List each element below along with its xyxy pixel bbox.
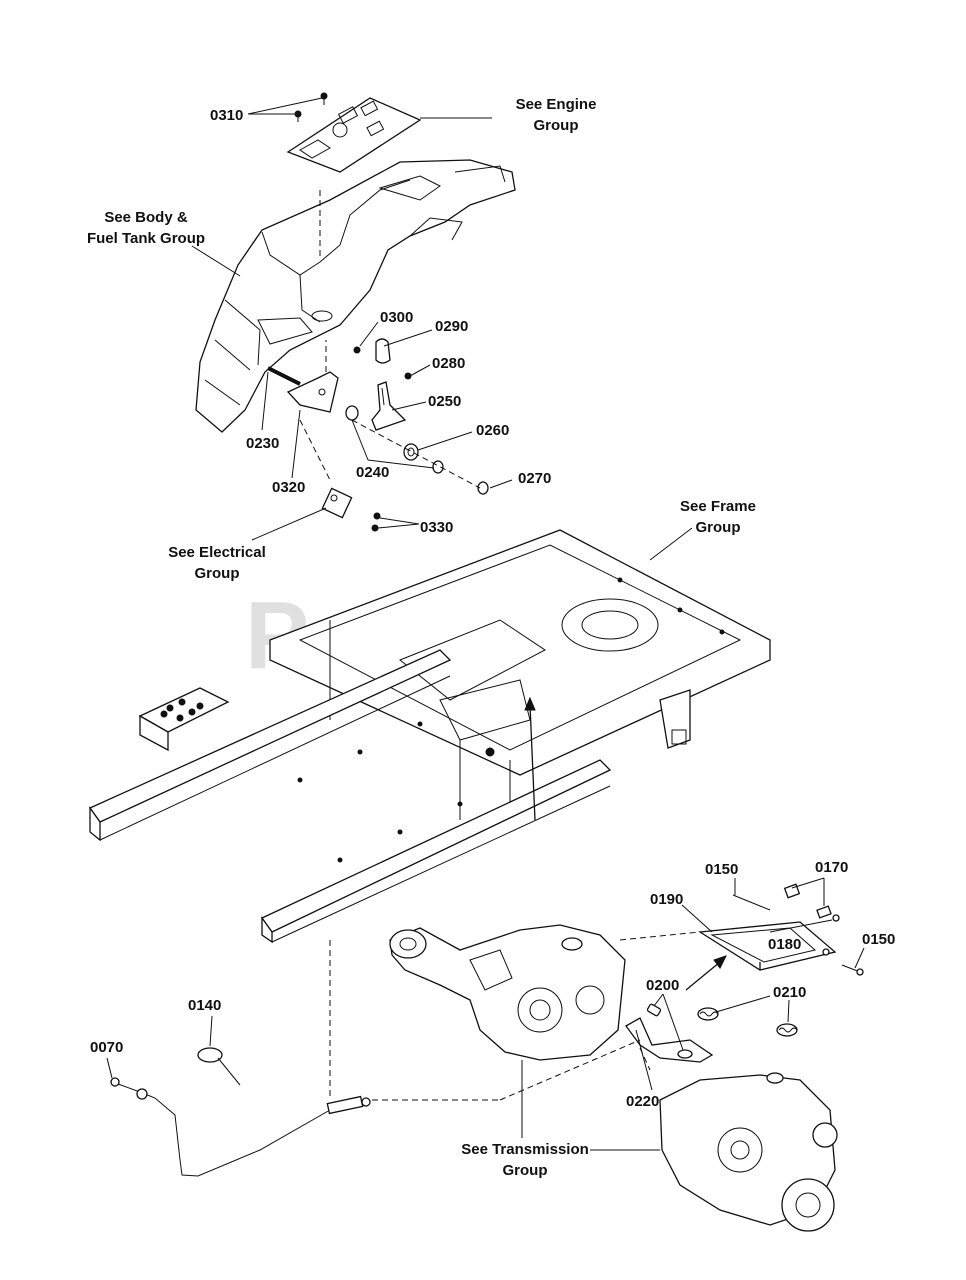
electrical-group-line1: See Electrical (168, 544, 266, 561)
part-labels: 0310 0300 0290 0280 0250 0260 0270 0230 … (90, 107, 895, 1110)
pin-0230 (267, 366, 301, 386)
label-0200: 0200 (646, 977, 679, 994)
transmission-group-line1: See Transmission (461, 1141, 589, 1158)
label-0250: 0250 (428, 393, 461, 410)
washer-0300 (353, 346, 361, 354)
linkage-0190 (698, 921, 837, 971)
label-0300: 0300 (380, 309, 413, 326)
cable-0070 (110, 1077, 371, 1177)
washer-0180 (822, 914, 840, 956)
frame-group-line2: Group (696, 519, 741, 536)
bushing-0240 (345, 405, 359, 421)
label-0150-right: 0150 (862, 931, 895, 948)
transmission-left (389, 924, 626, 1061)
label-0220: 0220 (626, 1093, 659, 1110)
label-0140: 0140 (188, 997, 221, 1014)
engine-group-line2: Group (534, 117, 579, 134)
engine-group-line1: See Engine (516, 96, 597, 113)
nut-0260 (403, 443, 419, 461)
label-0260: 0260 (476, 422, 509, 439)
label-0180: 0180 (768, 936, 801, 953)
cable-tie-0140 (197, 1047, 241, 1086)
electrical-group-line2: Group (195, 565, 240, 582)
screw-0310 (294, 92, 328, 122)
label-0330: 0330 (420, 519, 453, 536)
label-0320: 0320 (272, 479, 305, 496)
bolt-0220 (677, 1049, 693, 1059)
label-0240: 0240 (356, 464, 389, 481)
label-0290: 0290 (435, 318, 468, 335)
bolt-0150 (732, 894, 864, 976)
label-0230: 0230 (246, 435, 279, 452)
transmission-group-line2: Group (503, 1162, 548, 1179)
label-0150-top: 0150 (705, 861, 738, 878)
spring-0210b (776, 1023, 798, 1037)
spring-0210a (697, 1007, 719, 1021)
body-fuel-group-line1: See Body & (104, 209, 188, 226)
label-0070: 0070 (90, 1039, 123, 1056)
frame-group-line1: See Frame (680, 498, 756, 515)
fender-assembly (195, 97, 516, 433)
bracket-0320 (286, 340, 339, 413)
group-references: See Engine Group See Body & Fuel Tank Gr… (87, 96, 756, 1179)
label-0310: 0310 (210, 107, 243, 124)
spring-0200 (646, 1003, 662, 1017)
clip-0170 (783, 883, 832, 919)
lever-0250 (371, 381, 407, 431)
label-0170: 0170 (815, 859, 848, 876)
frame-assembly (89, 529, 771, 944)
knob-0290 (375, 338, 391, 364)
label-0270: 0270 (518, 470, 551, 487)
label-0190: 0190 (650, 891, 683, 908)
body-fuel-group-line2: Fuel Tank Group (87, 230, 205, 247)
label-0280: 0280 (432, 355, 465, 372)
switch-electrical (321, 487, 353, 519)
nut-0270 (477, 481, 489, 495)
label-0210: 0210 (773, 984, 806, 1001)
transmission-right (659, 1072, 838, 1232)
leader-lines (106, 97, 865, 1151)
